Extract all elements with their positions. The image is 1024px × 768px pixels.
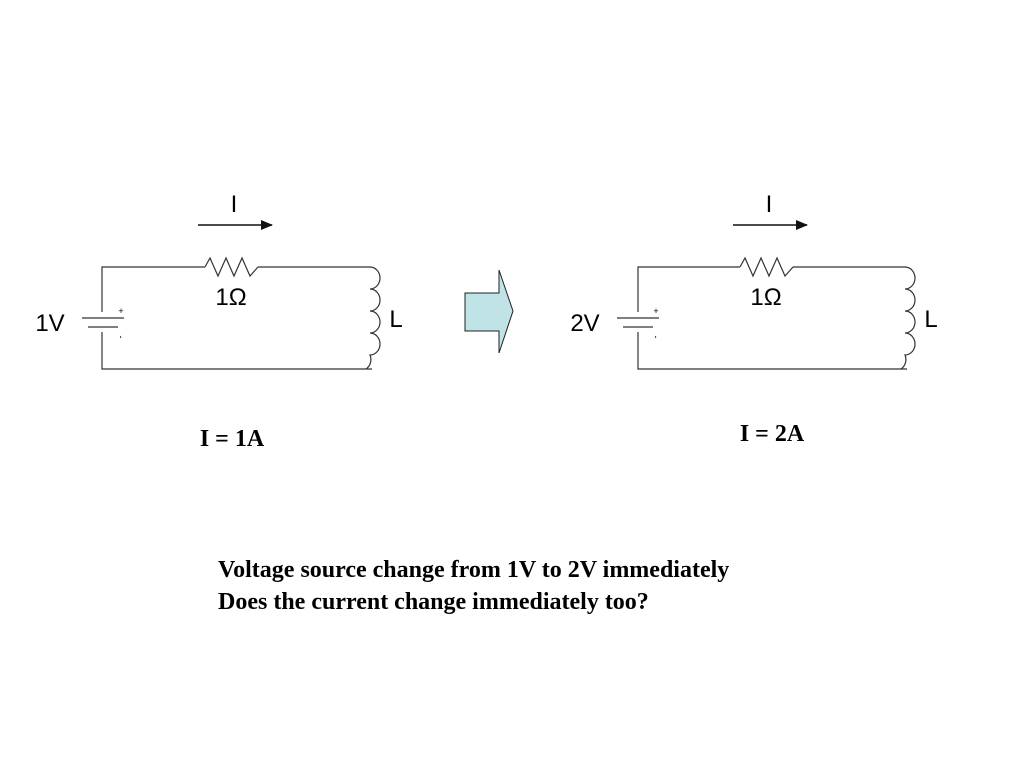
left-current-result: I = 1A [200,426,265,452]
right-resistor-label: 1Ω [750,284,781,311]
right-current-label: I [766,191,773,218]
left-current-label: I [231,191,238,218]
right-inductor-coil [900,266,916,370]
caption-line-2: Does the current change immediately too? [218,589,649,615]
right-inductor-label: L [924,306,937,333]
right-battery-plus: + [653,306,658,316]
right-resistor [739,256,794,278]
transition-arrow [464,269,514,354]
left-circuit: I 1Ω L + - 1V I = 1A [35,191,402,452]
left-wire-left-bottom [101,332,372,370]
right-current-result: I = 2A [740,421,805,447]
left-resistor [204,256,259,278]
transition-arrow-shape [464,269,514,354]
right-battery-minus: - [651,336,661,339]
left-wire-top-left [101,266,205,312]
left-inductor-coil [365,266,381,370]
right-wire-left-bottom [637,332,907,370]
left-resistor-label: 1Ω [215,284,246,311]
left-battery-minus: - [116,336,126,339]
right-wire-top-left [637,266,740,312]
left-source-label: 1V [35,310,64,337]
right-circuit: I 1Ω L + - 2V I = 2A [570,191,937,447]
left-battery-plus: + [118,306,123,316]
left-inductor-label: L [389,306,402,333]
caption-line-1: Voltage source change from 1V to 2V imme… [218,557,730,583]
right-source-label: 2V [570,310,599,337]
